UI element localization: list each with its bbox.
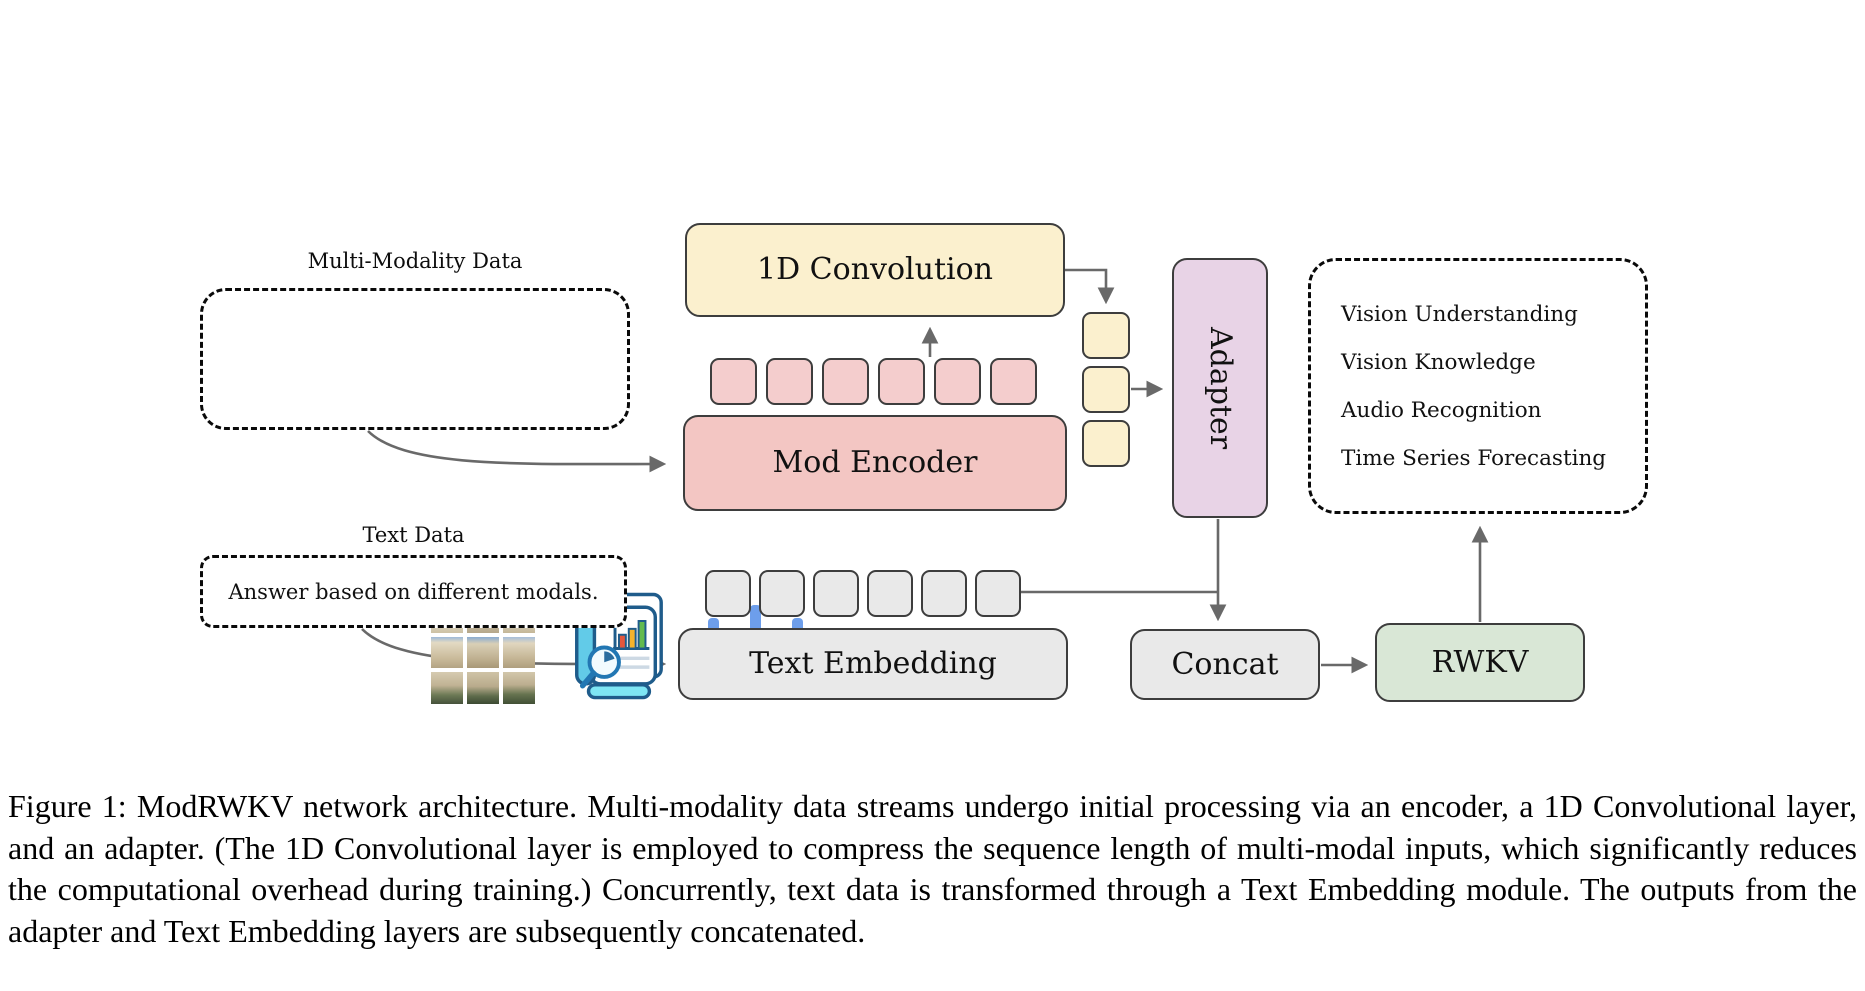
- output-item: Vision Knowledge: [1341, 349, 1536, 375]
- multi-modality-box: [200, 288, 803, 704]
- compressed-token: [1082, 420, 1130, 467]
- conv1d-label: 1D Convolution: [757, 252, 993, 287]
- text-token: [705, 570, 751, 617]
- photo-tile: [431, 636, 463, 669]
- text-token: [759, 570, 805, 617]
- photo-tile: [467, 636, 499, 669]
- arrow-conv-to-yellow-tokens: [1065, 268, 1115, 305]
- concat-box: Concat: [1130, 629, 1320, 700]
- compressed-token: [1082, 312, 1130, 359]
- photo-tile: [467, 672, 499, 704]
- text-embedding-box: Text Embedding: [678, 628, 1068, 700]
- text-token: [921, 570, 967, 617]
- photo-tile: [503, 672, 535, 704]
- multi-modality-label: Multi-Modality Data: [307, 249, 523, 273]
- rwkv-box: RWKV: [1375, 623, 1585, 702]
- photo-tile: [431, 672, 463, 704]
- rwkv-label: RWKV: [1431, 644, 1529, 680]
- modality-token: [822, 358, 869, 405]
- compressed-token: [1082, 366, 1130, 413]
- adapter-label: Adapter: [1203, 326, 1238, 450]
- concat-label: Concat: [1171, 646, 1279, 682]
- modality-token: [878, 358, 925, 405]
- modality-token: [990, 358, 1037, 405]
- output-item: Time Series Forecasting: [1341, 445, 1607, 471]
- text-token: [975, 570, 1021, 617]
- text-token: [813, 570, 859, 617]
- text-data-label: Text Data: [362, 523, 465, 547]
- outputs-box: Vision Understanding Vision Knowledge Au…: [1308, 258, 1648, 514]
- text-data-content: Answer based on different modals.: [228, 579, 599, 604]
- modality-token: [766, 358, 813, 405]
- mod-encoder-box: Mod Encoder: [683, 415, 1067, 511]
- arrow-multimodal-to-encoder: [367, 430, 667, 473]
- modality-token: [934, 358, 981, 405]
- text-token: [867, 570, 913, 617]
- output-item: Vision Understanding: [1341, 301, 1578, 327]
- modality-token: [710, 358, 757, 405]
- figure-caption: Figure 1: ModRWKV network architecture. …: [8, 788, 1857, 949]
- mod-encoder-label: Mod Encoder: [772, 445, 978, 480]
- output-item: Audio Recognition: [1341, 397, 1542, 423]
- adapter-box: Adapter: [1172, 258, 1268, 518]
- photo-tile: [503, 636, 535, 669]
- text-data-box: Answer based on different modals.: [200, 555, 627, 628]
- conv1d-box: 1D Convolution: [685, 223, 1065, 317]
- text-embedding-label: Text Embedding: [749, 646, 997, 681]
